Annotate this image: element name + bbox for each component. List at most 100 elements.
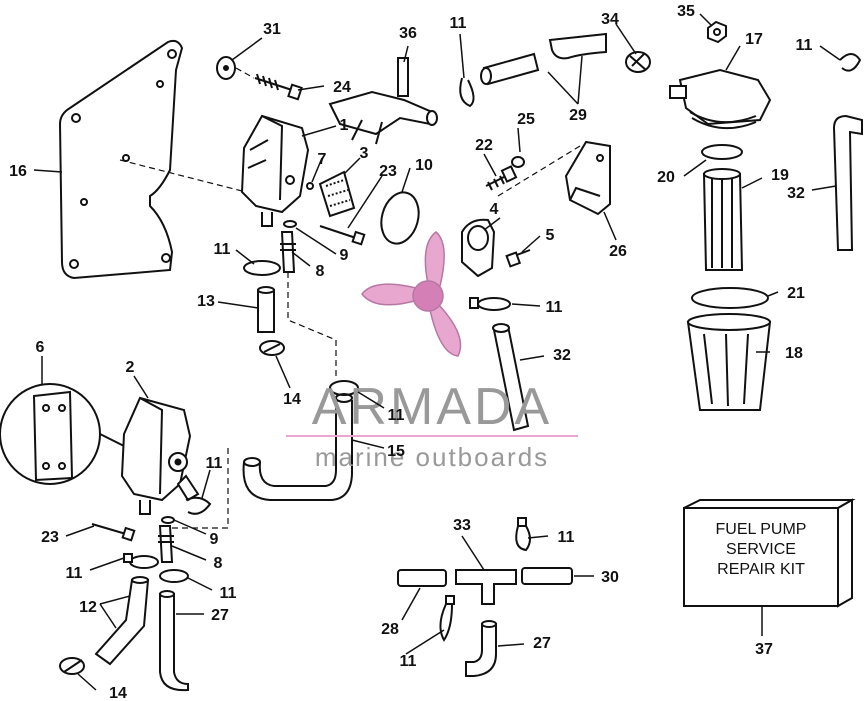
lower-fuel-pump [120,396,200,515]
routing-lines [119,67,581,529]
kit-label-line1: FUEL PUMP [716,521,807,538]
callout-24: 24 [333,79,351,96]
upper-hose-clamp [243,260,281,276]
callout-23a: 23 [379,163,397,180]
watermark: ARMADA marine outboards [286,231,578,472]
filter-bowl [686,313,772,411]
fuel-elbow-fitting [461,218,496,278]
callout-15: 15 [387,443,405,460]
callout-17: 17 [745,31,763,48]
spring-clamp-upper [259,340,285,356]
callout-16: 16 [9,163,27,180]
callout-21: 21 [787,285,805,302]
tee-top-clamp [515,517,531,552]
leader-lines [33,13,841,691]
watermark-brand: ARMADA [312,378,552,436]
callout-30: 30 [601,569,619,586]
callout-31: 31 [263,21,281,38]
mounting-screw [254,73,303,101]
callout-11j: 11 [400,653,417,670]
callout-6: 6 [36,339,45,356]
callout-11i: 11 [558,529,575,546]
top-hose-clamp [459,77,475,108]
callout-5: 5 [546,227,555,244]
upper-fuel-pump [240,114,310,227]
right-hose-clamp [839,53,862,72]
callout-37: 37 [755,641,773,658]
fuel-fitting-tee [328,57,438,145]
callout-numbers: 31 24 1 36 11 29 34 35 17 11 16 7 3 10 2… [9,3,812,701]
callout-7: 7 [318,151,327,168]
callout-11f: 11 [206,455,223,472]
lower-pump-screw [91,523,136,542]
hose-clamp-loop [329,380,359,396]
callout-13: 13 [197,293,215,310]
callout-27b: 27 [533,635,551,652]
callout-23b: 23 [41,529,59,546]
lower-left-clamp [123,553,159,569]
callout-11e: 11 [388,407,405,424]
callout-11a: 11 [450,15,467,32]
upper-hose-fitting [280,231,296,273]
bracket-lock-washer [511,156,525,168]
callout-19: 19 [771,167,789,184]
pump-screw [319,225,366,246]
lower-filter-hose [492,323,530,432]
filter-element [702,168,744,271]
callout-32b: 32 [553,347,571,364]
pump-o-ring [380,191,420,245]
pump-gasket [318,170,356,218]
callout-11d: 11 [546,299,563,316]
callout-1: 1 [340,117,349,134]
mid-hose-clamp [469,297,511,311]
callout-25: 25 [517,111,535,128]
callout-34: 34 [601,11,619,28]
long-fuel-hose [242,393,353,501]
short-fuel-hose [257,286,275,333]
propeller-logo [361,231,462,357]
lower-pump-side-clamp [185,496,212,515]
top-fuel-hose-right [548,32,607,60]
callout-14a: 14 [283,391,301,408]
washer [216,56,236,80]
callout-4: 4 [490,201,499,218]
callout-9b: 9 [210,531,219,548]
watermark-tagline: marine outboards [315,442,549,472]
callout-3: 3 [360,145,369,162]
callout-22: 22 [475,137,493,154]
filter-lower-o-ring [691,287,769,309]
filter-cap-grommet [625,51,651,73]
filter-bracket-screw [485,165,518,191]
kit-label-line3: REPAIR KIT [717,561,805,578]
hose-tee-fitting [455,569,517,605]
tee-elbow-hose [465,620,497,677]
kit-label-line2: SERVICE [726,541,796,558]
callout-12: 12 [79,599,97,616]
callout-11g: 11 [66,565,83,582]
tee-bottom-clamp [439,595,455,642]
callout-11b: 11 [796,37,813,54]
upper-filter-hose [832,114,863,251]
callout-27a: 27 [211,607,229,624]
filter-mounting-bracket [564,140,611,216]
callout-28: 28 [381,621,399,638]
callout-33: 33 [453,517,471,534]
check-valve [306,182,314,190]
lower-hose-fitting [158,525,174,563]
y-fuel-hose [94,576,150,666]
callout-20: 20 [657,169,675,186]
mounting-bracket-plate [58,39,184,280]
repair-kit-box [683,498,856,608]
elbow-screw [505,249,531,268]
lower-fitting-washer [161,516,175,524]
callout-8b: 8 [214,555,223,572]
callout-9a: 9 [340,247,349,264]
spring-clamp-lower [59,657,85,675]
callout-32a: 32 [787,185,805,202]
callout-35: 35 [677,3,695,20]
callout-26: 26 [609,243,627,260]
callout-10: 10 [415,157,433,174]
callout-14b: 14 [109,685,127,701]
lower-right-clamp [159,569,189,583]
